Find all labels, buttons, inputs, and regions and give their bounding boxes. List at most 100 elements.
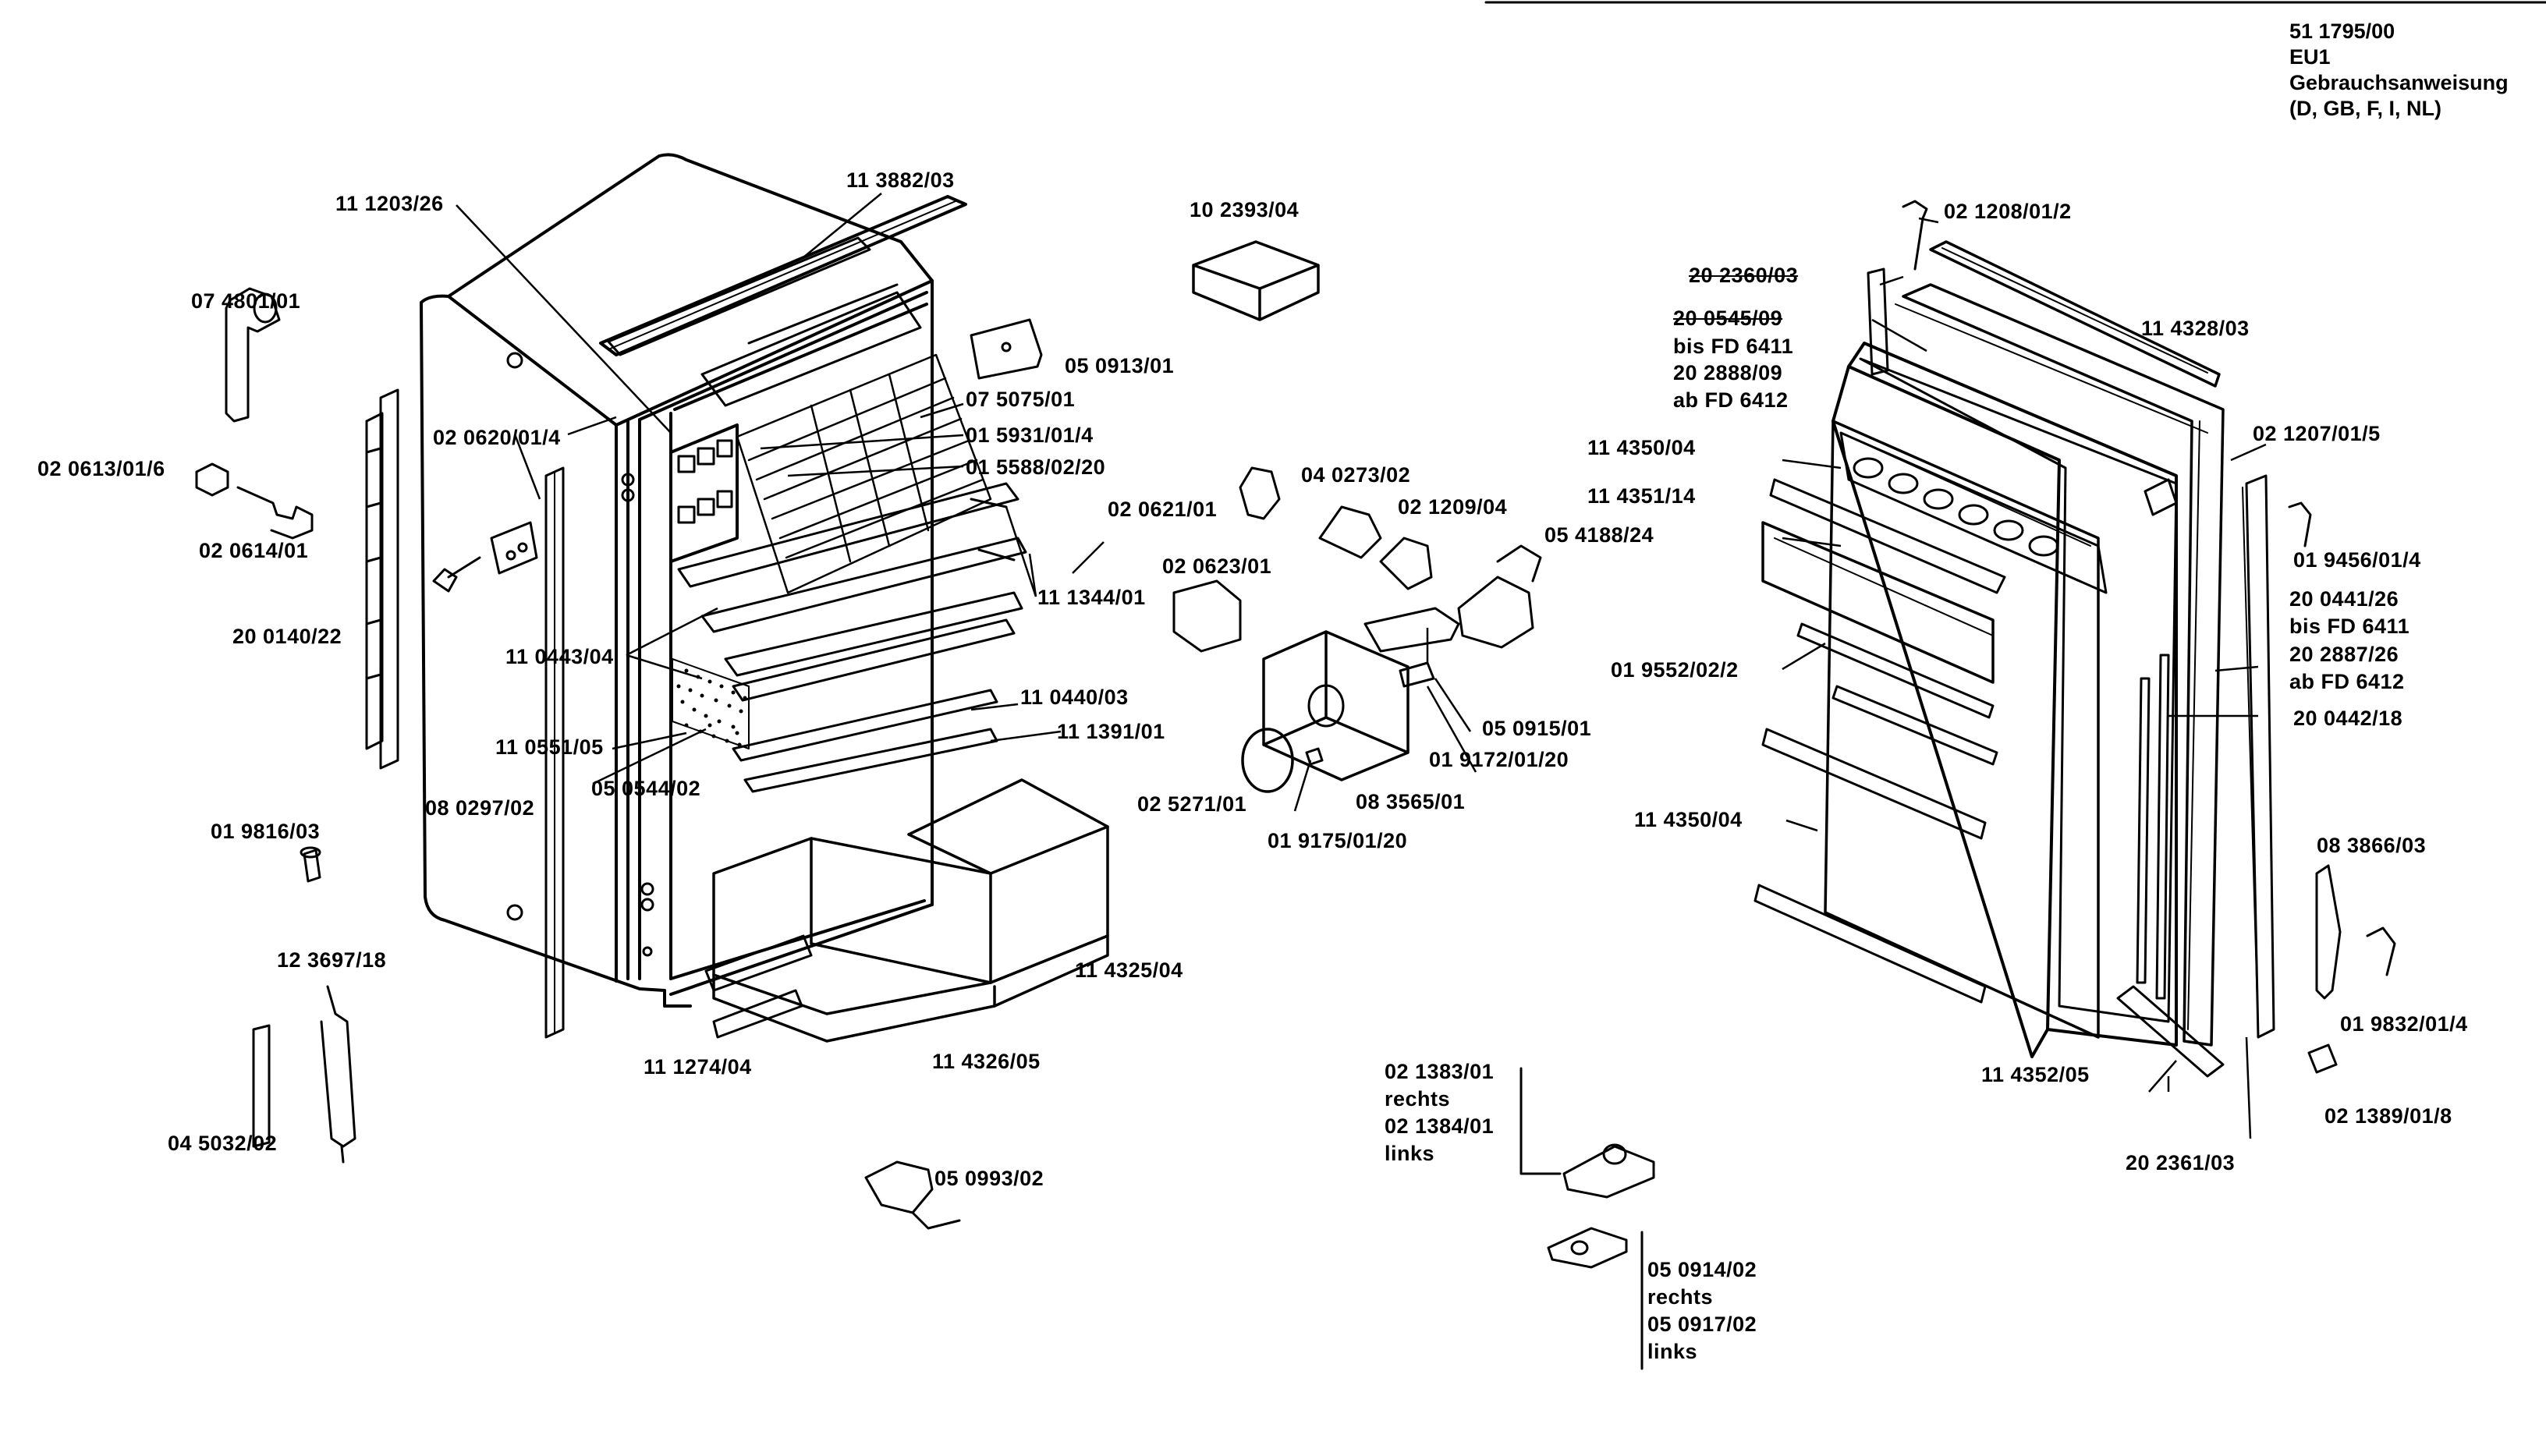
hinge-pin: [2315, 864, 2342, 1000]
knob-c: [1239, 466, 1281, 520]
part-label: 02 1207/01/5: [2253, 422, 2381, 445]
washer-02-1389: [2307, 1043, 2338, 1074]
part-label: links: [1385, 1142, 1435, 1165]
part-label: 20 2361/03: [2126, 1151, 2236, 1174]
part-label: ab FD 6412: [1673, 388, 1789, 412]
plug-part: [195, 462, 229, 497]
stop-block: [2144, 478, 2178, 516]
part-label: rechts: [1385, 1087, 1451, 1111]
part-label: 05 0913/01: [1065, 354, 1175, 377]
part-label: 01 9816/03: [211, 820, 321, 843]
part-label: 01 5588/02/20: [966, 455, 1106, 479]
part-label: rechts: [1647, 1285, 1714, 1309]
part-label: 02 1384/01: [1385, 1114, 1495, 1138]
bracket-02-0623: [1172, 579, 1242, 653]
small-plug: [303, 848, 321, 883]
part-label: 02 5271/01: [1137, 792, 1247, 816]
part-label: 07 5075/01: [966, 388, 1076, 411]
lamp-knob: [1241, 728, 1294, 793]
part-label: 01 5931/01/4: [966, 423, 1094, 447]
part-label: 01 9172/01/20: [1429, 748, 1569, 771]
part-label: 20 0545/09: [1673, 306, 1783, 330]
hinge-upper: [1562, 1145, 1655, 1199]
part-label: 01 9175/01/20: [1268, 829, 1408, 852]
part-label: 02 0614/01: [199, 539, 309, 562]
part-label: 07 4801/01: [191, 289, 301, 313]
part-label: 02 1209/04: [1398, 495, 1508, 519]
screw-top: [1902, 200, 1928, 271]
part-label: 11 0551/05: [495, 735, 604, 759]
lamp-holder-left: [236, 486, 314, 540]
part-label: 04 0273/02: [1301, 463, 1411, 487]
part-label: 11 4325/04: [1075, 958, 1183, 982]
part-label: 11 1203/26: [335, 192, 444, 215]
thermostat: [1457, 576, 1534, 649]
door-stop: [864, 1160, 934, 1214]
part-label: 01 9552/02/2: [1611, 658, 1739, 682]
bulb: [1318, 505, 1382, 559]
part-label: 12 3697/18: [277, 948, 387, 972]
part-label: 02 1383/01: [1385, 1060, 1495, 1083]
part-label: links: [1647, 1340, 1698, 1363]
sensor-rod: [252, 1024, 271, 1148]
part-label: 11 1274/04: [644, 1055, 752, 1079]
screw-right: [2288, 501, 2312, 547]
document-languages: (D, GB, F, I, NL): [2289, 97, 2441, 120]
part-label: 04 5032/02: [168, 1132, 278, 1155]
document-manual: Gebrauchsanweisung: [2289, 71, 2509, 94]
part-label: 08 3565/01: [1356, 790, 1466, 813]
refrigerator-cabinet: [420, 153, 1109, 1043]
part-label: 20 0442/18: [2293, 707, 2403, 730]
part-label: 11 4328/03: [2141, 317, 2250, 340]
switch-bracket: [1363, 607, 1460, 653]
part-label: 11 4326/05: [932, 1050, 1041, 1073]
part-label: 20 2360/03: [1689, 264, 1799, 287]
document-header: 51 1795/00 EU1 Gebrauchsanweisung (D, GB…: [2289, 19, 2509, 122]
part-label: 08 3866/03: [2317, 834, 2427, 857]
part-label: 10 2393/04: [1190, 198, 1300, 221]
part-label: 11 1391/01: [1057, 720, 1165, 743]
vertical-strip: [544, 466, 565, 1039]
part-label: 11 1344/01: [1037, 586, 1146, 609]
bracket-plate: [490, 521, 538, 575]
screw-01-9832: [2366, 926, 2396, 976]
part-label: 11 0443/04: [505, 645, 614, 668]
document-variant: EU1: [2289, 45, 2331, 69]
hinge-lower: [1547, 1227, 1628, 1269]
document-number: 51 1795/00: [2289, 19, 2395, 43]
lamp-socket: [1379, 537, 1433, 590]
part-label: 11 0440/03: [1020, 685, 1129, 709]
capillary-tube: [320, 985, 356, 1148]
screw-left: [432, 556, 481, 593]
part-label: 20 0441/26: [2289, 587, 2399, 611]
part-label: 01 9456/01/4: [2293, 548, 2421, 572]
part-label: 08 0297/02: [425, 796, 535, 820]
part-label: 05 0915/01: [1482, 717, 1592, 740]
evaporator-plate: [672, 658, 750, 749]
part-label: 02 0623/01: [1162, 554, 1272, 578]
part-label: 02 1208/01/2: [1944, 200, 2072, 223]
part-label: 11 4351/14: [1587, 484, 1696, 508]
part-label: 20 0140/22: [232, 625, 342, 648]
part-label: 05 0914/02: [1647, 1258, 1757, 1281]
part-label: 11 4350/04: [1634, 808, 1743, 831]
part-label: 02 1389/01/8: [2324, 1104, 2452, 1128]
light-cover: [1192, 240, 1320, 321]
refrigerator-door: [1753, 240, 2275, 1078]
part-label: ab FD 6412: [2289, 670, 2405, 693]
part-label: 05 4188/24: [1544, 523, 1654, 547]
part-label: 20 2888/09: [1673, 361, 1783, 384]
part-label: 11 3882/03: [846, 168, 955, 192]
part-label: 01 9832/01/4: [2340, 1012, 2468, 1036]
part-label: bis FD 6411: [2289, 615, 2410, 638]
part-label: 05 0544/02: [591, 777, 701, 800]
part-label: bis FD 6411: [1673, 335, 1794, 358]
part-label: 05 0917/02: [1647, 1313, 1757, 1336]
part-label: 02 0621/01: [1108, 498, 1218, 521]
part-label: 05 0993/02: [934, 1167, 1044, 1190]
part-label: 02 0620/01/4: [433, 426, 561, 449]
part-label: 11 4352/05: [1981, 1063, 2090, 1086]
